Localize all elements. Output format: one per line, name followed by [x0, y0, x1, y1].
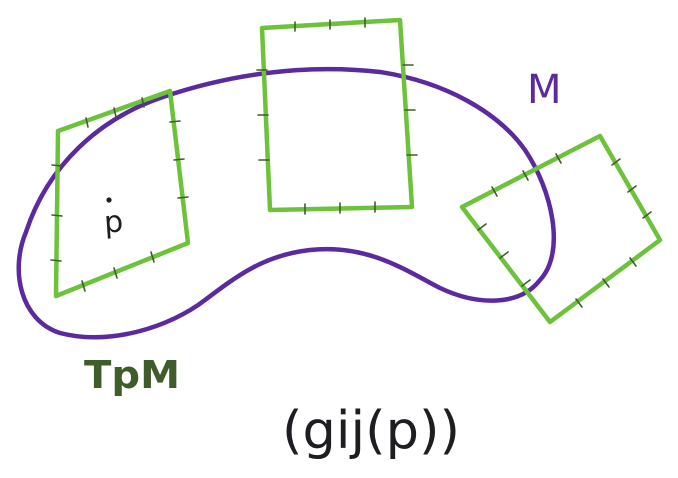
point-dot — [106, 197, 112, 203]
manifold-label: M — [527, 67, 562, 113]
tangent-space-label: TpM — [84, 353, 180, 397]
manifold-outline — [16, 66, 557, 340]
tangent-plane-left — [50, 88, 191, 299]
metric-label: (gij(p)) — [282, 401, 460, 461]
tangent-plane-right — [459, 133, 663, 325]
tangent-plane-top — [256, 17, 418, 215]
point-label: p — [103, 204, 124, 240]
